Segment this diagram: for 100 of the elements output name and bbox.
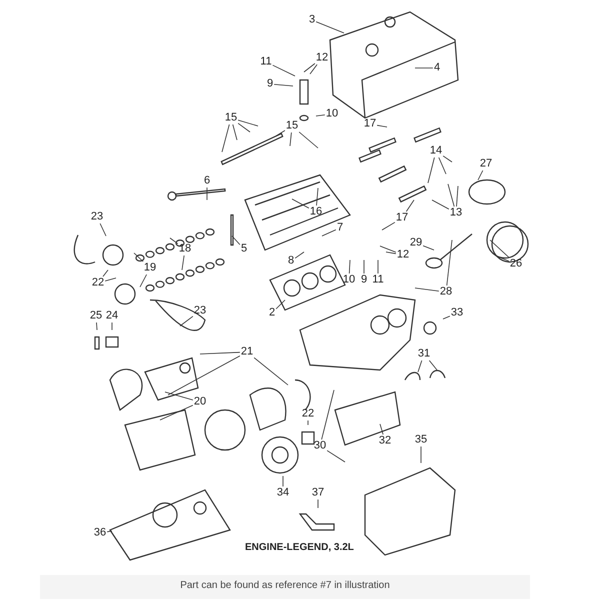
leader-line xyxy=(164,392,194,400)
callout-number: 8 xyxy=(288,256,294,266)
leader-line xyxy=(380,424,384,435)
callout-number: 28 xyxy=(440,286,452,298)
callout-number: 24 xyxy=(106,310,118,322)
leader-line xyxy=(428,157,435,184)
callout-number: 26 xyxy=(510,258,522,270)
leader-line xyxy=(170,238,178,244)
diagram-title: ENGINE-LEGEND, 3.2L xyxy=(245,542,354,553)
callout-number: 12 xyxy=(396,250,410,260)
callout-number: 29 xyxy=(410,238,422,248)
callout-number: 34 xyxy=(276,488,290,498)
callout-number: 33 xyxy=(450,308,464,318)
leader-line xyxy=(316,188,318,206)
callout-number: 19 xyxy=(144,262,156,274)
leader-line xyxy=(490,240,510,258)
callout-number: 21 xyxy=(240,346,254,358)
callout-number: 31 xyxy=(418,348,430,360)
callout-number: 5 xyxy=(240,244,248,254)
callout-number: 6 xyxy=(204,176,210,186)
callout-number: 9 xyxy=(266,78,274,90)
callout-number: 20 xyxy=(194,396,206,408)
leader-line xyxy=(478,170,484,180)
callout-number: 35 xyxy=(414,434,428,446)
leader-line xyxy=(100,223,106,236)
callout-number: 10 xyxy=(326,108,338,120)
leader-line xyxy=(292,198,310,208)
leader-line xyxy=(496,256,510,262)
leader-line xyxy=(316,114,326,116)
callout-number: 22 xyxy=(92,278,104,288)
leader-line xyxy=(102,270,108,277)
callout-number: 13 xyxy=(450,208,462,218)
callout-number: 11 xyxy=(260,56,272,68)
callout-number: 18 xyxy=(178,244,192,254)
leader-line xyxy=(160,404,194,420)
leader-line xyxy=(274,84,294,86)
callout-number: 25 xyxy=(90,310,102,322)
leader-line xyxy=(422,245,434,250)
leader-line xyxy=(272,64,296,76)
leader-line xyxy=(182,255,184,270)
leader-line xyxy=(200,352,240,354)
callout-number: 10 xyxy=(342,274,356,286)
callout-number: 36 xyxy=(94,528,106,538)
leader-line xyxy=(326,450,346,462)
leader-line xyxy=(180,316,194,326)
leader-line xyxy=(276,130,286,136)
callout-number: 16 xyxy=(310,206,322,218)
leader-line xyxy=(140,274,147,288)
leader-line xyxy=(232,124,238,140)
caption: Part can be found as reference #7 in illustration xyxy=(179,580,391,591)
leader-line xyxy=(442,156,452,162)
callout-number: 23 xyxy=(194,306,206,316)
leader-line xyxy=(448,184,455,207)
callout-number: 14 xyxy=(430,146,442,156)
leader-line xyxy=(294,252,304,259)
leader-line xyxy=(348,260,350,274)
leader-line xyxy=(232,236,240,245)
callout-number: 15 xyxy=(286,120,298,132)
callout-number: 30 xyxy=(314,440,326,452)
leader-line xyxy=(414,288,440,292)
leader-line xyxy=(382,222,396,230)
callout-number: 22 xyxy=(302,408,314,420)
leader-line xyxy=(104,278,116,282)
leader-line xyxy=(310,64,318,74)
callout-number: 17 xyxy=(396,212,408,224)
leader-line xyxy=(406,200,414,212)
leader-line xyxy=(428,360,438,370)
callout-number: 37 xyxy=(312,488,324,498)
leader-line xyxy=(418,360,422,372)
leader-line xyxy=(438,157,446,174)
leader-line xyxy=(298,132,318,148)
leader-line xyxy=(134,252,144,262)
callout-number: 7 xyxy=(336,222,344,234)
leader-line xyxy=(276,300,286,310)
callout-number: 12 xyxy=(316,52,328,64)
leader-line xyxy=(322,229,336,236)
leader-line xyxy=(238,120,258,126)
callout-number: 4 xyxy=(434,62,440,74)
leader-line xyxy=(106,530,112,532)
leader-line xyxy=(446,240,452,286)
callout-number: 3 xyxy=(308,14,316,26)
leader-line xyxy=(432,200,450,210)
leader-line xyxy=(321,390,334,440)
callout-number: 2 xyxy=(268,308,276,318)
leader-line xyxy=(290,132,292,146)
callout-number: 23 xyxy=(90,212,104,222)
leader-line xyxy=(386,252,396,254)
callout-number: 11 xyxy=(372,274,384,286)
leader-line xyxy=(254,357,288,386)
leader-line xyxy=(442,316,450,320)
leader-line xyxy=(456,186,458,207)
leader-line xyxy=(96,322,98,330)
leader-line xyxy=(168,356,240,396)
callout-number: 32 xyxy=(378,436,392,446)
callout-number: 17 xyxy=(364,118,376,130)
leader-line xyxy=(222,124,230,152)
leader-line xyxy=(380,246,396,253)
leader-line xyxy=(206,187,208,200)
callout-number: 15 xyxy=(224,112,238,124)
leader-line xyxy=(376,124,388,128)
